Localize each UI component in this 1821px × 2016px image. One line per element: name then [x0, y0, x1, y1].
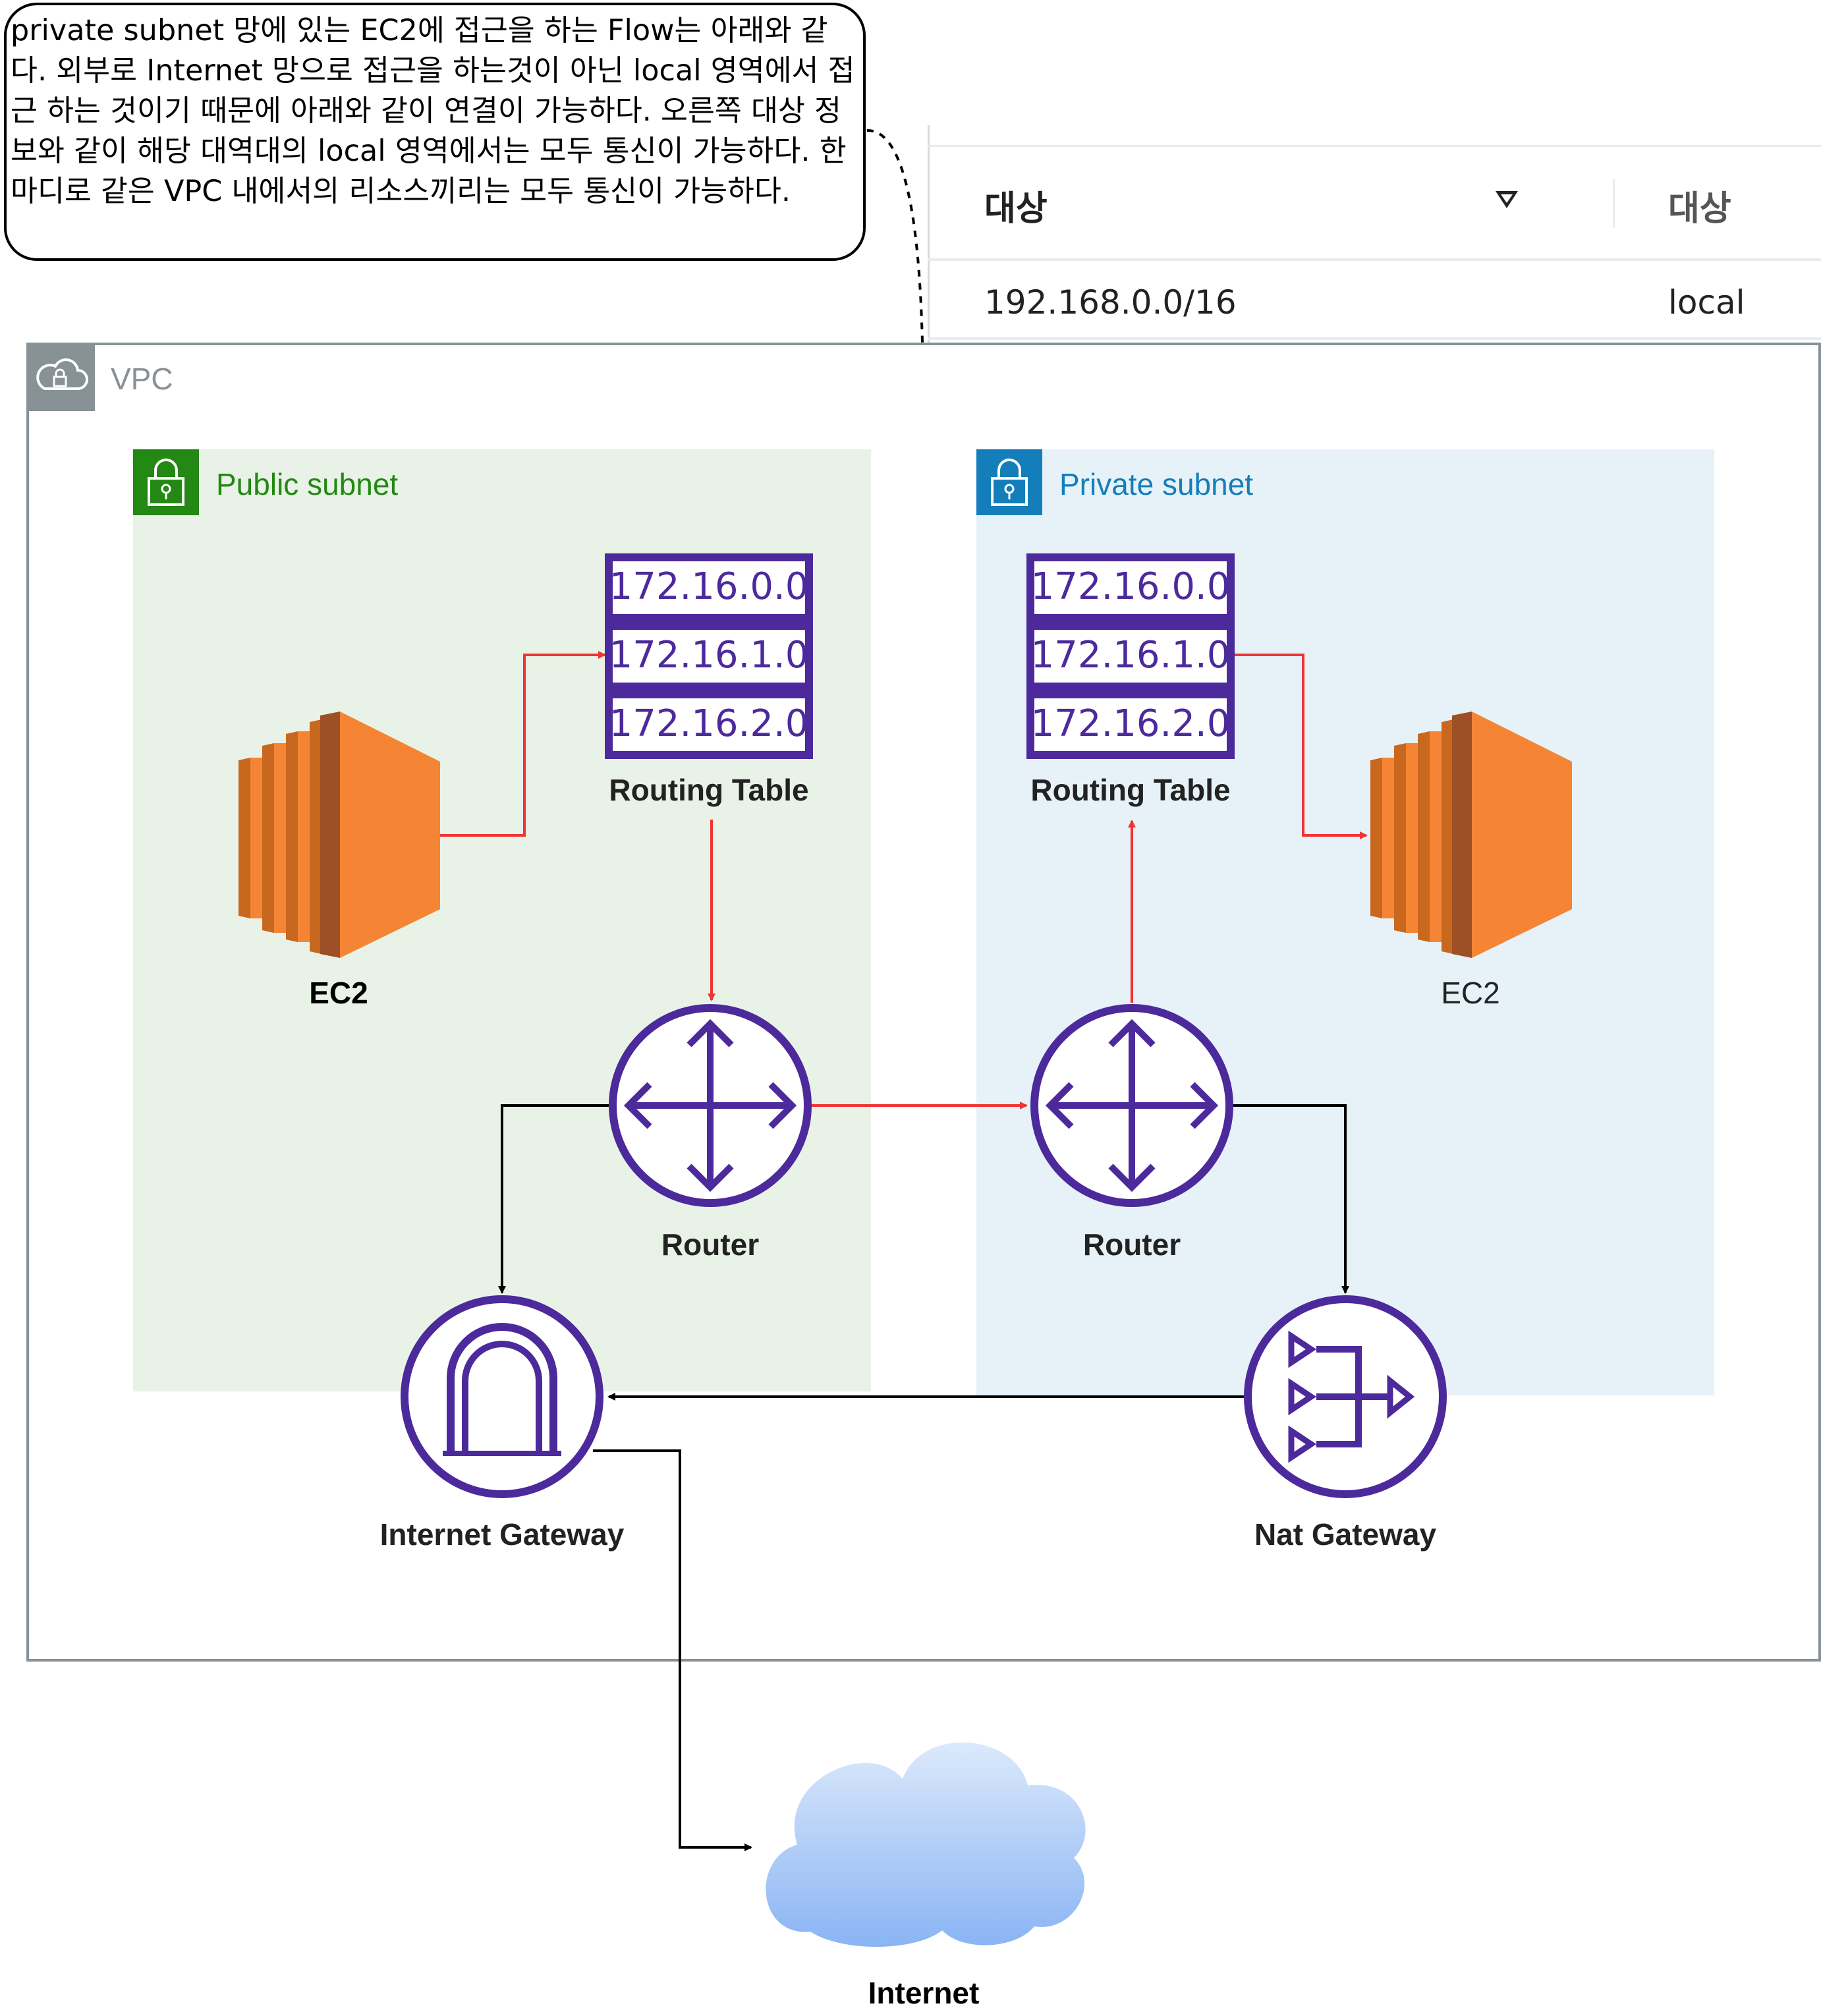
route-table-frame — [928, 125, 1821, 343]
public-rt-entry-2: 172.16.1.0 — [609, 634, 809, 677]
private-routing-table-icon — [1026, 553, 1235, 759]
edge-private-router-to-nat — [1232, 1104, 1349, 1294]
ec2-icon-left — [238, 712, 440, 958]
edge-private-rt-to-ec2 — [1232, 654, 1368, 839]
route-table-row-divider — [928, 337, 1821, 340]
edge-public-router-to-igw — [498, 1104, 609, 1294]
ec2-left-label: EC2 — [309, 976, 368, 1010]
internet-gateway-icon — [401, 1295, 603, 1498]
public-routing-table-label: Routing Table — [609, 773, 809, 807]
vpc-cloud-icon — [26, 343, 95, 411]
callout-note: private subnet 망에 있는 EC2에 접근을 하는 Flow는 아… — [4, 3, 866, 261]
sort-caret-icon[interactable] — [1496, 191, 1518, 208]
nat-gateway-label: Nat Gateway — [1254, 1517, 1437, 1552]
callout-text: private subnet 망에 있는 EC2에 접근을 하는 Flow는 아… — [11, 14, 855, 208]
internet-gateway-label: Internet Gateway — [379, 1517, 625, 1552]
internet-label: Internet — [868, 1976, 980, 2010]
column-header-target[interactable]: 대상 — [1668, 189, 1731, 229]
route-table-screenshot: 대상 대상 192.168.0.0/16 local — [928, 125, 1821, 343]
vpc-label: VPC — [111, 362, 173, 396]
column-header-destination[interactable]: 대상 — [984, 189, 1048, 229]
edge-igw-to-internet — [593, 1449, 752, 1851]
ec2-icon-right — [1370, 712, 1572, 958]
route-target-cell: local — [1668, 283, 1745, 322]
edge-ec2-to-public-rt — [440, 651, 606, 837]
public-routing-table-icon — [605, 553, 813, 759]
private-rt-entry-2: 172.16.1.0 — [1030, 634, 1231, 677]
private-router-label: Router — [1082, 1227, 1181, 1262]
public-router-label: Router — [661, 1227, 760, 1262]
private-rt-entry-3: 172.16.2.0 — [1030, 702, 1231, 745]
route-table-header-divider — [928, 258, 1821, 261]
internet-cloud-icon — [766, 1742, 1086, 1947]
column-separator — [1613, 179, 1615, 228]
route-table-top-border — [928, 145, 1821, 147]
public-rt-entry-1: 172.16.0.0 — [609, 565, 809, 608]
private-router-icon — [1030, 1004, 1233, 1207]
callout-connector — [866, 128, 924, 343]
private-subnet-label: Private subnet — [1059, 467, 1254, 501]
route-destination-cell: 192.168.0.0/16 — [984, 283, 1237, 322]
public-subnet-label: Public subnet — [216, 467, 399, 501]
vpc-container — [26, 343, 1821, 1662]
public-router-icon — [609, 1004, 812, 1207]
private-routing-table-label: Routing Table — [1030, 773, 1231, 807]
private-rt-entry-1: 172.16.0.0 — [1030, 565, 1231, 608]
public-rt-entry-3: 172.16.2.0 — [609, 702, 809, 745]
nat-gateway-icon — [1244, 1295, 1447, 1498]
private-subnet-lock-icon — [976, 449, 1042, 515]
public-subnet-lock-icon — [133, 449, 199, 515]
ec2-right-label: EC2 — [1441, 976, 1500, 1010]
